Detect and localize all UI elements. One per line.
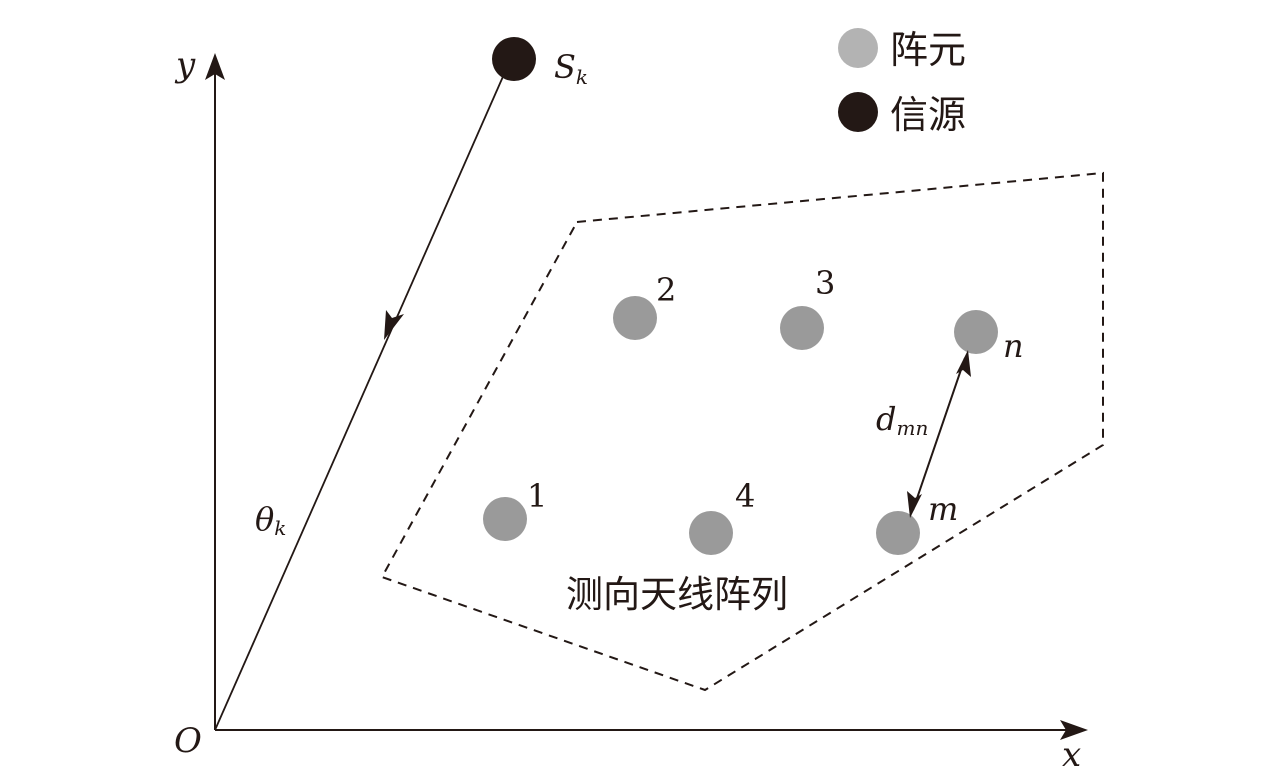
incidence-ray [214, 71, 506, 731]
x-axis-arrowhead [1060, 720, 1088, 740]
element-label-4: 4 [735, 477, 755, 515]
array-elements [483, 296, 998, 555]
array-element-2 [613, 296, 657, 340]
element-label-3: 3 [815, 264, 835, 302]
origin-label: O [174, 721, 202, 761]
legend: 阵元 信源 [838, 28, 966, 137]
distance-arrowhead-bottom [907, 491, 922, 518]
array-element-n [954, 310, 998, 354]
array-element-4 [689, 511, 733, 555]
array-caption: 测向天线阵列 [566, 573, 788, 616]
coordinate-axes [205, 53, 1088, 740]
source-dot [492, 37, 536, 81]
distance-line [912, 357, 966, 511]
element-label-1: 1 [527, 477, 547, 515]
element-labels: 1 2 3 4 m n [527, 264, 1024, 528]
element-label-m: m [928, 490, 958, 528]
array-element-m [876, 511, 920, 555]
array-boundary [380, 171, 1104, 692]
source-label-main: S [554, 48, 576, 86]
distance-label-main: d [876, 400, 896, 438]
ray-line [214, 71, 506, 731]
legend-source-swatch [838, 92, 878, 132]
distance-label-sub: mn [896, 416, 928, 440]
legend-source-label: 信源 [890, 93, 966, 137]
legend-element-swatch [838, 28, 878, 68]
array-element-1 [483, 497, 527, 541]
signal-source: Sk [492, 37, 588, 89]
array-element-3 [780, 306, 824, 350]
distance-arrow: dmn [876, 350, 971, 518]
ray-arrowhead [384, 310, 404, 340]
angle-label-main: θ [255, 500, 274, 538]
source-label: Sk [554, 48, 588, 89]
element-label-n: n [1003, 327, 1024, 365]
distance-label: dmn [876, 400, 928, 440]
x-axis-label: x [1062, 735, 1081, 770]
y-axis-label: y [174, 45, 196, 85]
distance-arrowhead-top [956, 350, 971, 377]
source-label-sub: k [576, 65, 588, 89]
y-axis-arrowhead [205, 53, 225, 80]
angle-label-sub: k [274, 516, 286, 540]
legend-element-label: 阵元 [890, 28, 966, 72]
angle-label: θk [255, 500, 286, 540]
element-label-2: 2 [656, 271, 676, 309]
